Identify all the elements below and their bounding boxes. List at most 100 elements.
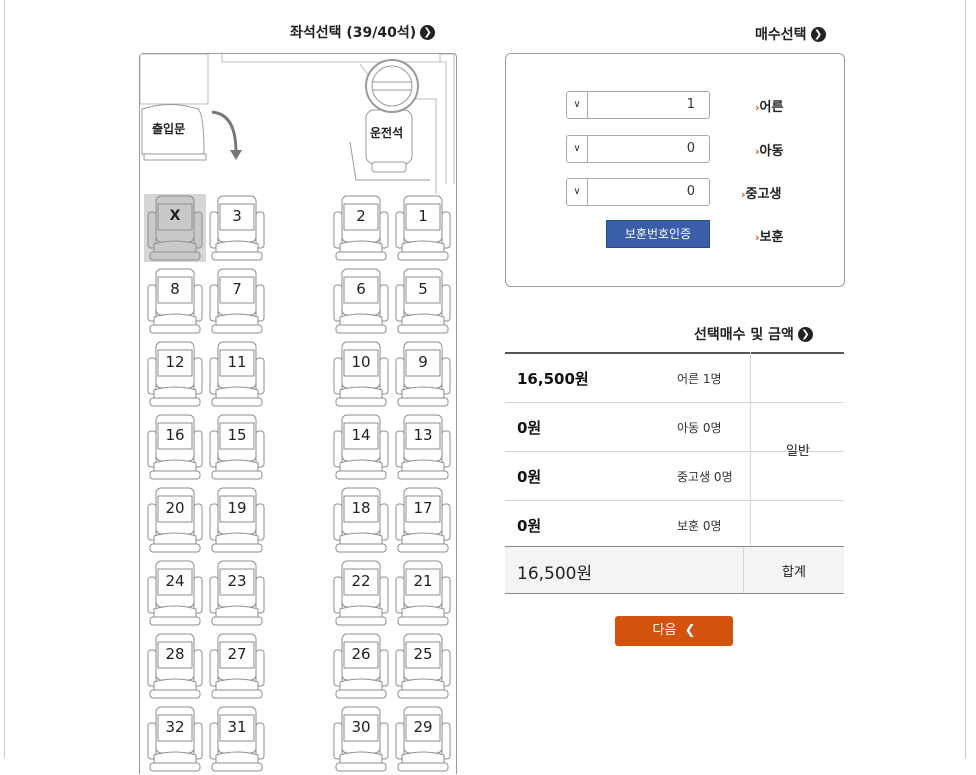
seat-15[interactable]: 15: [206, 413, 268, 483]
adult-count-select[interactable]: ∨ 1: [566, 91, 710, 119]
seat-icon: [209, 560, 265, 626]
seat-25[interactable]: 25: [392, 632, 454, 702]
seat-number: 7: [232, 280, 242, 298]
adult-label: ›어른: [752, 96, 783, 115]
seat-28[interactable]: 28: [144, 632, 206, 702]
seat-1[interactable]: 1: [392, 194, 454, 264]
seat-icon: [333, 414, 389, 480]
seat-number: 25: [413, 645, 433, 663]
seat-7[interactable]: 7: [206, 267, 268, 337]
adult-count-value: 1: [686, 97, 695, 112]
seat-icon: [395, 560, 451, 626]
seat-19[interactable]: 19: [206, 486, 268, 556]
seat-number: 32: [165, 718, 185, 736]
seat-6[interactable]: 6: [330, 267, 392, 337]
ticket-count-box: ∨ 1 ›어른 ∨ 0 ›아동 ∨ 0 ›중고생 보훈번호인증 ›보훈: [505, 53, 845, 287]
chevron-left-icon: ❮: [684, 623, 696, 638]
seat-8[interactable]: 8: [144, 267, 206, 337]
seat-5[interactable]: 5: [392, 267, 454, 337]
seat-number: 18: [351, 499, 371, 517]
adult-label-text: 어른: [759, 100, 784, 115]
seat-31[interactable]: 31: [206, 705, 268, 775]
seat-17[interactable]: 17: [392, 486, 454, 556]
total-label: 합계: [743, 547, 844, 593]
seat-20[interactable]: 20: [144, 486, 206, 556]
seat-21[interactable]: 21: [392, 559, 454, 629]
summary-total-row: 16,500원 합계: [505, 546, 844, 594]
seat-11[interactable]: 11: [206, 340, 268, 410]
seat-icon: [209, 268, 265, 334]
seat-icon: [395, 341, 451, 407]
seat-29[interactable]: 29: [392, 705, 454, 775]
summary-row-veteran: 0원 보훈 0명: [505, 500, 844, 549]
seat-10[interactable]: 10: [330, 340, 392, 410]
chevron-down-icon: ∨: [567, 179, 588, 205]
seat-number: 9: [418, 353, 428, 371]
seat-icon: [147, 560, 203, 626]
seat-icon: [144, 194, 206, 262]
child-count-select[interactable]: ∨ 0: [566, 135, 710, 163]
seat-number: 14: [351, 426, 371, 444]
child-label-text: 아동: [759, 144, 784, 159]
seat-taken: X: [144, 194, 206, 264]
door-label: 출입문: [152, 122, 186, 136]
seat-number: 19: [227, 499, 247, 517]
chevron-icon: ›: [741, 188, 746, 201]
seat-22[interactable]: 22: [330, 559, 392, 629]
seat-icon: [395, 414, 451, 480]
adult-count-text: 어른 1명: [677, 372, 722, 386]
seat-16[interactable]: 16: [144, 413, 206, 483]
next-button-label: 다음: [652, 623, 677, 638]
seat-icon: [333, 341, 389, 407]
veteran-count-text: 보훈 0명: [677, 519, 722, 533]
seat-2[interactable]: 2: [330, 194, 392, 264]
bullet-icon: ❯: [420, 24, 436, 40]
summary-row-student: 0원 중고생 0명: [505, 451, 844, 500]
bullet-icon: ❯: [810, 26, 826, 42]
student-count-text: 중고생 0명: [677, 470, 733, 484]
summary-row-child: 0원 아동 0명: [505, 402, 844, 451]
seat-24[interactable]: 24: [144, 559, 206, 629]
seat-number: 10: [351, 353, 371, 371]
seat-26[interactable]: 26: [330, 632, 392, 702]
seat-icon: [395, 268, 451, 334]
seat-13[interactable]: 13: [392, 413, 454, 483]
seat-number: 15: [227, 426, 247, 444]
seat-number: 5: [418, 280, 428, 298]
general-fare-label: 일반: [750, 352, 845, 546]
adult-amount: 16,500원: [517, 370, 589, 388]
seat-30[interactable]: 30: [330, 705, 392, 775]
seat-9[interactable]: 9: [392, 340, 454, 410]
student-count-select[interactable]: ∨ 0: [566, 178, 710, 206]
veteran-cert-button[interactable]: 보훈번호인증: [606, 220, 710, 248]
seat-icon: [147, 487, 203, 553]
seat-number: 17: [413, 499, 433, 517]
seat-number: 3: [232, 207, 242, 225]
veteran-amount: 0원: [517, 517, 542, 535]
seat-18[interactable]: 18: [330, 486, 392, 556]
student-label: ›중고생: [738, 183, 781, 202]
seat-23[interactable]: 23: [206, 559, 268, 629]
seat-number: 13: [413, 426, 433, 444]
seat-number: 31: [227, 718, 247, 736]
seat-27[interactable]: 27: [206, 632, 268, 702]
seat-32[interactable]: 32: [144, 705, 206, 775]
next-button[interactable]: 다음 ❮: [615, 616, 733, 646]
seat-3[interactable]: 3: [206, 194, 268, 264]
seat-icon: [333, 195, 389, 261]
seat-number: 11: [227, 353, 247, 371]
seat-icon: [333, 268, 389, 334]
chevron-icon: ›: [755, 145, 760, 158]
driver-seat-label: 운전석: [370, 126, 404, 140]
child-count-text: 아동 0명: [677, 421, 722, 435]
seat-14[interactable]: 14: [330, 413, 392, 483]
seat-icon: [209, 195, 265, 261]
seat-number: 23: [227, 572, 247, 590]
child-amount: 0원: [517, 419, 542, 437]
veteran-label: ›보훈: [752, 226, 783, 245]
seat-number: 6: [356, 280, 366, 298]
student-amount: 0원: [517, 468, 542, 486]
seat-12[interactable]: 12: [144, 340, 206, 410]
page-frame: [4, 0, 966, 758]
